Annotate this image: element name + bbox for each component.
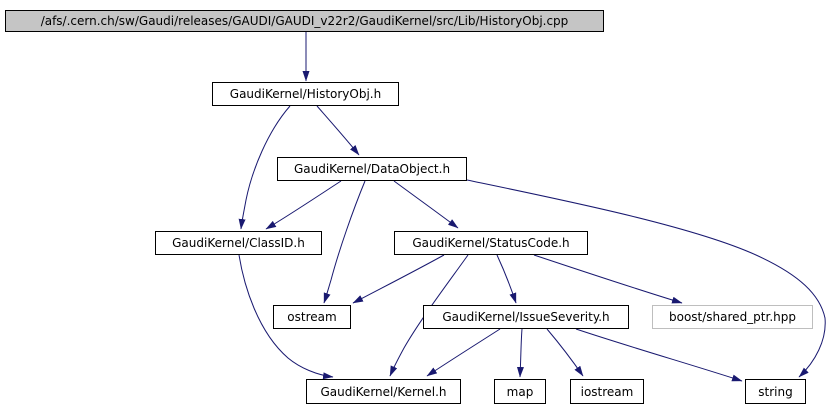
- edge-dataobject_h-to-ostream: [323, 180, 366, 304]
- node-ostream: ostream: [273, 305, 351, 329]
- edge-statuscode_h-to-ostream: [352, 254, 445, 304]
- node-dataobject_h[interactable]: GaudiKernel/DataObject.h: [277, 157, 467, 181]
- edge-statuscode_h-to-boost_shared_ptr: [533, 254, 683, 304]
- edge-statuscode_h-to-kernel_h: [389, 254, 469, 377]
- edge-historyobj_h-to-classid_h: [238, 105, 291, 230]
- node-boost_shared_ptr: boost/shared_ptr.hpp: [652, 305, 813, 329]
- node-string: string: [745, 379, 806, 404]
- edge-dataobject_h-to-string: [466, 179, 826, 378]
- node-map: map: [494, 379, 546, 404]
- edge-issueseverity_h-to-iostream: [546, 328, 584, 377]
- node-statuscode_h[interactable]: GaudiKernel/StatusCode.h: [394, 231, 588, 255]
- node-historyobj_cpp: /afs/.cern.ch/sw/Gaudi/releases/GAUDI/GA…: [5, 10, 604, 32]
- edge-dataobject_h-to-statuscode_h: [393, 180, 459, 229]
- edge-statuscode_h-to-issueseverity_h: [496, 254, 517, 304]
- edge-issueseverity_h-to-string: [575, 328, 743, 382]
- edge-historyobj_h-to-dataobject_h: [316, 105, 360, 156]
- node-issueseverity_h[interactable]: GaudiKernel/IssueSeverity.h: [423, 305, 629, 329]
- node-iostream: iostream: [570, 379, 644, 404]
- edge-issueseverity_h-to-map: [516, 328, 524, 378]
- node-kernel_h[interactable]: GaudiKernel/Kernel.h: [306, 379, 461, 404]
- edge-classid_h-to-kernel_h: [238, 254, 334, 380]
- edge-issueseverity_h-to-kernel_h: [426, 328, 501, 377]
- edge-dataobject_h-to-classid_h: [265, 180, 342, 230]
- node-historyobj_h[interactable]: GaudiKernel/HistoryObj.h: [212, 82, 399, 106]
- node-classid_h[interactable]: GaudiKernel/ClassID.h: [155, 231, 322, 255]
